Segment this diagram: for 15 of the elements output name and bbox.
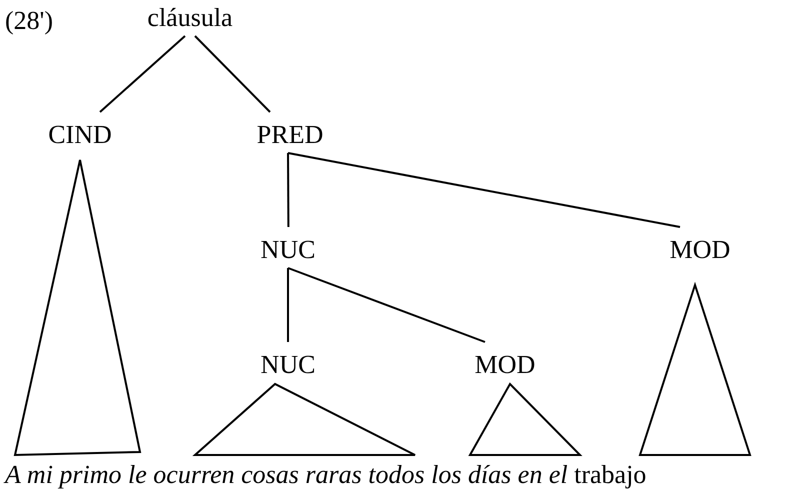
tree-node-label: MOD xyxy=(670,237,730,263)
tree-node-label: MOD xyxy=(474,352,536,378)
tree-node-label: NUC xyxy=(260,352,316,378)
tree-branch-line xyxy=(288,152,680,228)
tree-branch-line xyxy=(99,35,186,113)
example-sentence: A mi primo le ocurren cosas raras todos los días en el trabajo xyxy=(5,462,646,488)
tree-branch-line xyxy=(287,268,289,342)
tree-node-label: NUC xyxy=(260,237,316,263)
example-number: (28') xyxy=(5,8,54,34)
tree-branch-line xyxy=(287,153,290,227)
tree-node-label: CIND xyxy=(48,122,112,148)
tree-branch-line xyxy=(194,35,271,113)
tree-node-label: PRED xyxy=(256,122,324,148)
tree-node-label: cláusula xyxy=(147,5,233,31)
tree-branch-line xyxy=(288,267,486,343)
